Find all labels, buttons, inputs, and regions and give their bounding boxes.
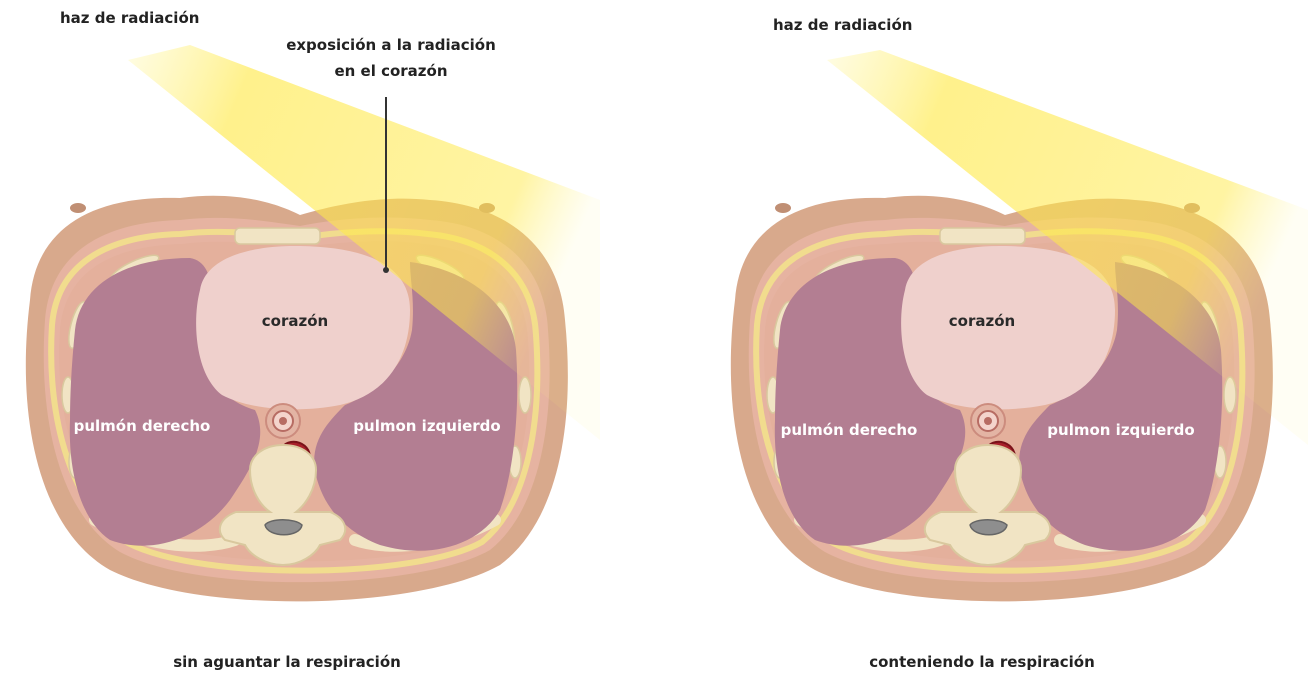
left-beam-label: haz de radiación <box>60 9 199 27</box>
left-caption: sin aguantar la respiración <box>173 653 401 671</box>
right-heart-label: corazón <box>949 312 1015 330</box>
left-right-lung-label: pulmón derecho <box>74 417 211 435</box>
right-caption: conteniendo la respiración <box>869 653 1095 671</box>
right-right-lung-label: pulmón derecho <box>781 421 918 439</box>
exposure-pointer-dot <box>383 267 389 273</box>
right-beam-label: haz de radiación <box>773 16 912 34</box>
right-left-lung-label: pulmon izquierdo <box>1047 421 1194 439</box>
exposure-label-line1: exposición a la radiación <box>286 36 496 54</box>
left-heart-label: corazón <box>262 312 328 330</box>
left-panel: haz de radiación exposición a la radiaci… <box>26 9 600 671</box>
left-left-lung-label: pulmon izquierdo <box>353 417 500 435</box>
right-panel: haz de radiación corazón pulmón derecho … <box>731 16 1308 671</box>
exposure-label-line2: en el corazón <box>334 62 447 80</box>
